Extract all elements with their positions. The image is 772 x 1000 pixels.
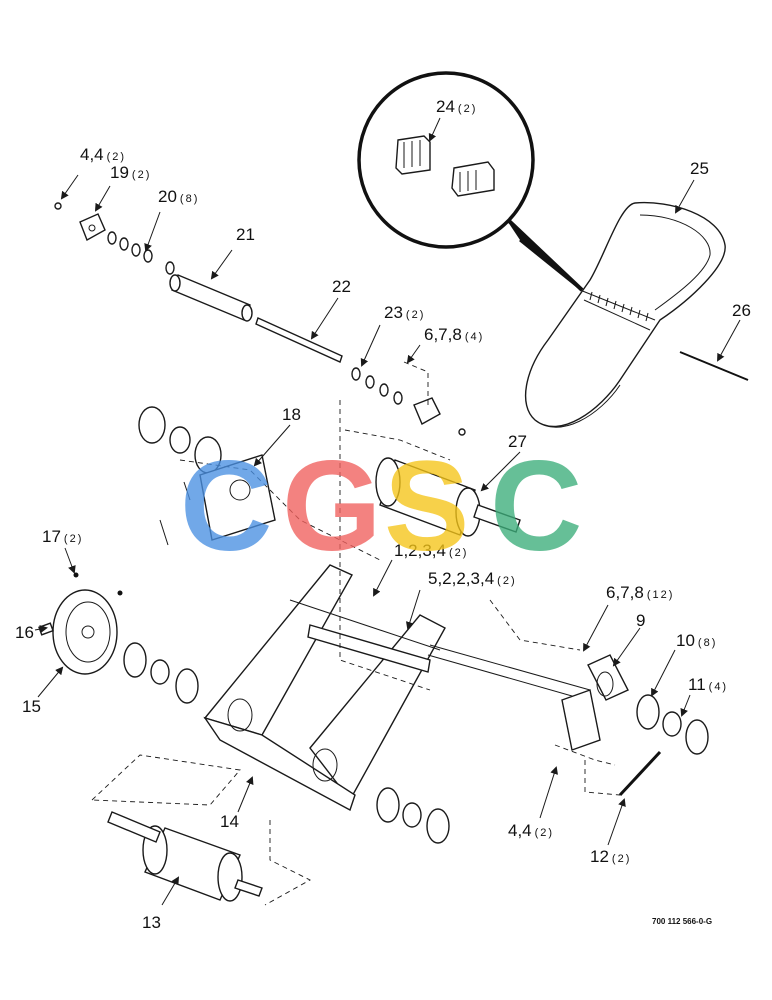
bracket-part-9	[561, 654, 629, 751]
watermark-letter-c1: C	[180, 435, 272, 578]
callout-4-4-bottom: 4,4(2)	[508, 821, 554, 840]
tension-bolt-part-12	[618, 750, 662, 797]
callout-10: 10(8)	[676, 631, 717, 650]
shaft-part-22	[255, 317, 343, 363]
detail-magnifier-circle	[357, 71, 584, 292]
bearing-part-19	[79, 213, 106, 242]
callout-27: 27	[508, 432, 527, 451]
callout-21: 21	[236, 225, 255, 244]
roller-part-13	[107, 811, 263, 902]
callout-11: 11(4)	[688, 675, 728, 694]
bearing-flanges-right	[636, 694, 709, 755]
callout-6-7-8-right: 6,7,8(12)	[606, 583, 674, 602]
callout-18: 18	[282, 405, 301, 424]
callout-6-7-8-top: 6,7,8(4)	[424, 325, 484, 344]
roller-part-27	[375, 457, 521, 537]
pulley-part-15	[52, 589, 118, 675]
drawing-code: 700 112 566-0-G	[652, 917, 712, 926]
bearing-flanges-upper-left	[138, 406, 222, 474]
washers-part-23	[351, 367, 441, 425]
belt-pin-part-26	[679, 351, 749, 381]
cgsc-watermark: C G S C	[180, 435, 582, 578]
callout-1-2-3-4: 1,2,3,4(2)	[394, 541, 468, 560]
callout-labels: 4,4(2) 19(2) 20(8) 21 22 23(2) 6,7,8(4) …	[15, 97, 751, 932]
callout-12: 12(2)	[590, 847, 631, 866]
callout-22: 22	[332, 277, 351, 296]
watermark-letter-g: G	[282, 435, 382, 578]
callout-16: 16	[15, 623, 34, 642]
watermark-letter-s: S	[384, 435, 469, 578]
callout-23: 23(2)	[384, 303, 425, 322]
callout-17: 17(2)	[42, 527, 83, 546]
callout-15: 15	[22, 697, 41, 716]
callout-9: 9	[636, 611, 645, 630]
callout-19: 19(2)	[110, 163, 151, 182]
watermark-letter-c2: C	[490, 435, 582, 578]
callout-4-4-top: 4,4(2)	[80, 145, 126, 164]
washers-part-20	[107, 231, 175, 275]
bearing-flanges-lower-left	[123, 642, 199, 704]
main-frame-part-14	[203, 564, 446, 812]
callout-20: 20(8)	[158, 187, 199, 206]
conveyor-belt-part-25	[524, 201, 726, 428]
callout-13: 13	[142, 913, 161, 932]
callout-25: 25	[690, 159, 709, 178]
mounting-plate-part-18	[159, 454, 276, 546]
belt-clip-part-24	[395, 135, 495, 197]
callout-14: 14	[220, 812, 239, 831]
callout-26: 26	[732, 301, 751, 320]
callout-24: 24(2)	[436, 97, 477, 116]
bearing-flanges-lower-center	[376, 787, 450, 844]
callout-5-2-2-3-4: 5,2,2,3,4(2)	[428, 569, 517, 588]
drive-roller-part-21	[169, 274, 253, 322]
leader-lines	[34, 117, 741, 906]
